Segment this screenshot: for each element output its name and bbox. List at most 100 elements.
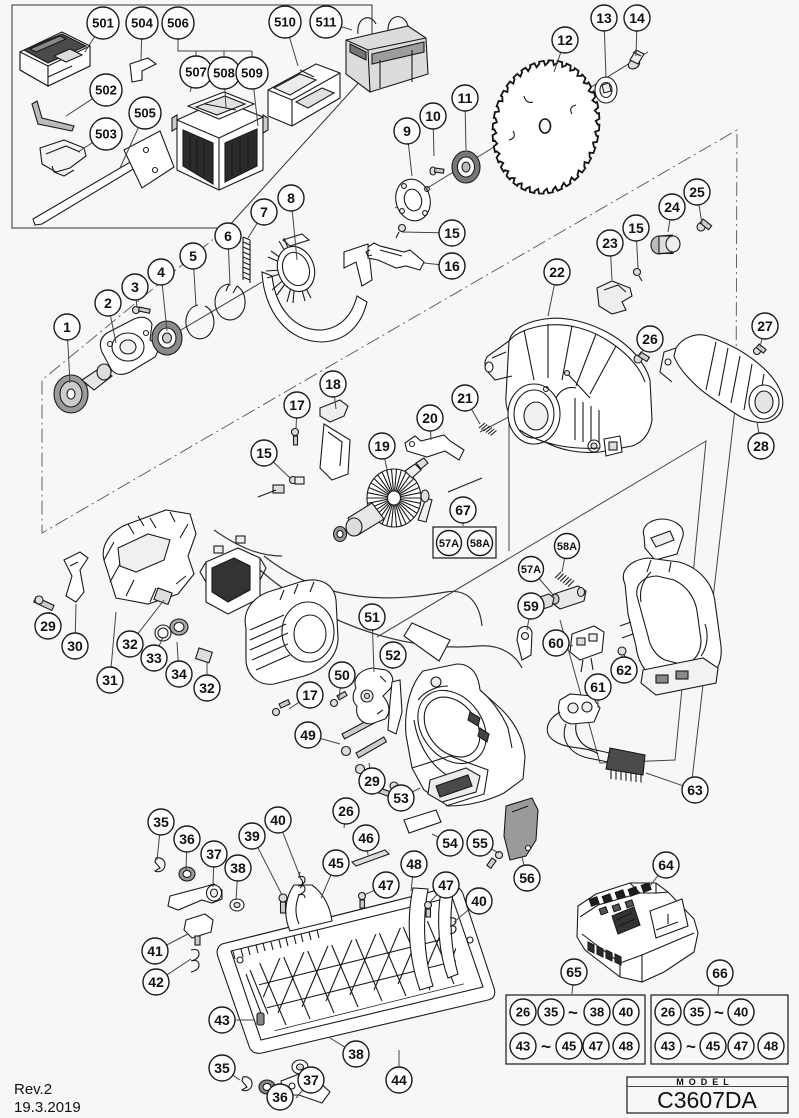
svg-text:35: 35: [153, 814, 169, 830]
svg-text:35: 35: [214, 1060, 230, 1076]
svg-text:509: 509: [241, 66, 263, 81]
svg-text:47: 47: [378, 877, 394, 893]
svg-text:65: 65: [566, 964, 582, 980]
svg-text:45: 45: [706, 1039, 720, 1054]
svg-text:35: 35: [544, 1005, 558, 1020]
svg-text:12: 12: [557, 32, 573, 48]
svg-text:40: 40: [471, 893, 487, 909]
svg-text:11: 11: [458, 90, 473, 106]
svg-text:35: 35: [690, 1005, 704, 1020]
svg-text:51: 51: [364, 609, 380, 625]
svg-text:5: 5: [189, 248, 197, 264]
svg-text:46: 46: [358, 830, 374, 846]
svg-text:26: 26: [516, 1005, 530, 1020]
svg-text:~: ~: [686, 1037, 696, 1056]
svg-text:20: 20: [422, 410, 438, 426]
svg-text:6: 6: [224, 228, 232, 244]
svg-text:60: 60: [548, 635, 564, 651]
svg-text:16: 16: [444, 258, 460, 274]
svg-text:26: 26: [642, 331, 658, 347]
svg-text:41: 41: [147, 943, 163, 959]
svg-text:48: 48: [619, 1039, 633, 1054]
svg-text:42: 42: [148, 974, 164, 990]
svg-text:18: 18: [325, 376, 341, 392]
svg-text:503: 503: [95, 127, 117, 142]
svg-text:47: 47: [734, 1039, 748, 1054]
svg-text:15: 15: [628, 220, 644, 236]
svg-text:501: 501: [92, 16, 114, 31]
svg-text:28: 28: [753, 438, 769, 454]
svg-text:50: 50: [334, 667, 350, 683]
svg-text:23: 23: [602, 235, 618, 251]
svg-text:510: 510: [274, 15, 296, 30]
svg-text:43: 43: [661, 1039, 675, 1054]
svg-text:21: 21: [457, 390, 473, 406]
svg-text:19.3.2019: 19.3.2019: [14, 1099, 81, 1116]
svg-text:37: 37: [303, 1072, 319, 1088]
svg-text:~: ~: [541, 1037, 551, 1056]
svg-text:67: 67: [455, 502, 471, 518]
svg-text:47: 47: [438, 877, 454, 893]
svg-text:43: 43: [516, 1039, 530, 1054]
svg-text:63: 63: [687, 782, 703, 798]
svg-text:40: 40: [734, 1005, 748, 1020]
svg-text:31: 31: [102, 672, 118, 688]
svg-text:39: 39: [244, 828, 260, 844]
svg-text:59: 59: [523, 598, 539, 614]
svg-text:52: 52: [385, 647, 401, 663]
svg-text:48: 48: [764, 1039, 778, 1054]
svg-text:36: 36: [272, 1089, 288, 1105]
svg-text:24: 24: [664, 199, 680, 215]
svg-text:33: 33: [146, 650, 162, 666]
svg-text:13: 13: [596, 10, 612, 26]
svg-text:511: 511: [316, 15, 337, 30]
svg-text:56: 56: [519, 870, 535, 886]
svg-text:22: 22: [549, 264, 565, 280]
svg-text:38: 38: [230, 860, 246, 876]
svg-text:45: 45: [562, 1039, 576, 1054]
svg-text:64: 64: [658, 857, 674, 873]
svg-text:2: 2: [104, 295, 112, 311]
svg-text:14: 14: [629, 10, 645, 26]
svg-text:MODEL: MODEL: [676, 1077, 734, 1087]
svg-text:53: 53: [393, 790, 409, 806]
svg-text:15: 15: [444, 225, 460, 241]
svg-text:504: 504: [131, 16, 153, 31]
svg-text:29: 29: [364, 773, 380, 789]
svg-text:19: 19: [374, 438, 390, 454]
svg-text:17: 17: [302, 687, 318, 703]
svg-text:502: 502: [95, 83, 117, 98]
svg-text:40: 40: [619, 1005, 633, 1020]
svg-text:508: 508: [213, 66, 235, 81]
svg-text:506: 506: [167, 16, 189, 31]
svg-text:57A: 57A: [439, 538, 459, 550]
svg-text:26: 26: [661, 1005, 675, 1020]
svg-text:40: 40: [270, 812, 286, 828]
svg-text:66: 66: [712, 965, 728, 981]
svg-text:C3607DA: C3607DA: [657, 1087, 757, 1113]
svg-text:49: 49: [300, 727, 316, 743]
svg-text:37: 37: [206, 846, 222, 862]
svg-text:8: 8: [287, 190, 295, 206]
svg-text:26: 26: [338, 803, 354, 819]
svg-text:58A: 58A: [470, 538, 490, 550]
svg-text:17: 17: [289, 397, 305, 413]
svg-text:44: 44: [391, 1072, 407, 1088]
svg-text:3: 3: [131, 279, 139, 295]
svg-text:505: 505: [134, 106, 156, 121]
svg-text:47: 47: [589, 1039, 603, 1054]
svg-text:15: 15: [256, 445, 272, 461]
svg-text:~: ~: [568, 1003, 578, 1022]
svg-text:32: 32: [122, 636, 138, 652]
svg-text:58A: 58A: [557, 541, 577, 553]
svg-text:Rev.2: Rev.2: [14, 1081, 52, 1098]
svg-text:61: 61: [590, 679, 606, 695]
svg-text:30: 30: [67, 638, 83, 654]
svg-text:34: 34: [171, 666, 187, 682]
svg-text:57A: 57A: [521, 564, 541, 576]
svg-text:32: 32: [199, 680, 215, 696]
svg-text:48: 48: [406, 856, 422, 872]
svg-text:25: 25: [689, 184, 705, 200]
svg-text:43: 43: [214, 1012, 230, 1028]
svg-text:45: 45: [328, 855, 344, 871]
